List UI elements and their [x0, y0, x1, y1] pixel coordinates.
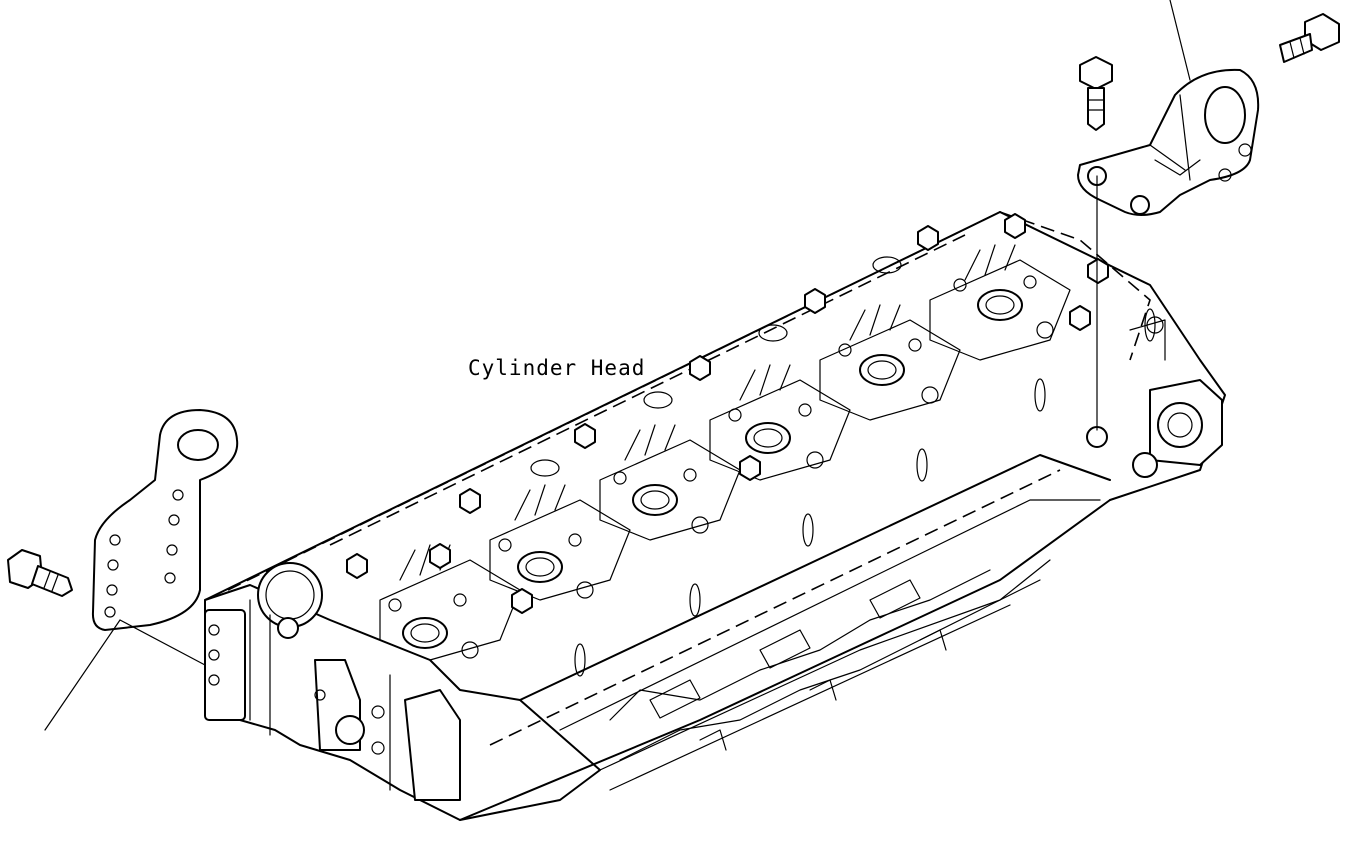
head-front-face	[204, 584, 601, 821]
valve-sections	[379, 244, 1156, 677]
front-bracket-bolt	[7, 549, 73, 597]
rear-lifting-bracket	[1077, 0, 1260, 431]
head-bolt	[346, 213, 1109, 614]
front-lifting-bracket	[44, 409, 239, 731]
rim-washers	[530, 256, 902, 477]
head-top-outline	[227, 211, 1151, 591]
cylinder-head-label: Cylinder Head	[466, 356, 648, 380]
rear-bracket-bolt-vertical	[1079, 56, 1113, 131]
cylinder-head	[204, 211, 1226, 821]
rear-bracket-bolt-horizontal	[1279, 13, 1340, 63]
